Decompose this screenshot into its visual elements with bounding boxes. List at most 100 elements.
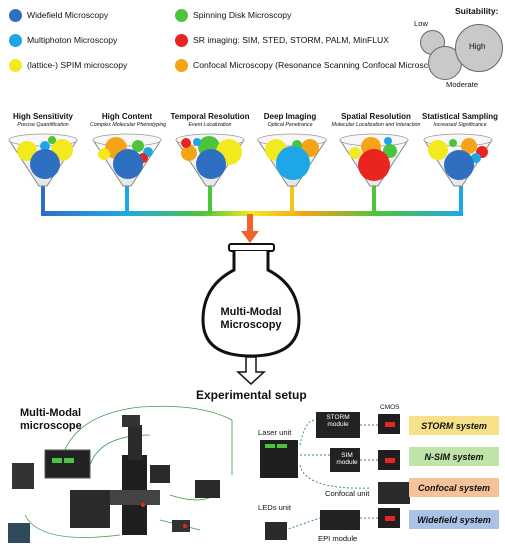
legend-label-widefield: Widefield Microscopy xyxy=(27,10,109,20)
sim-module-label: SIM module xyxy=(334,452,360,466)
flask-label-line2: Microscopy xyxy=(220,319,282,331)
category-subtitle-deep: Optical Penetrance xyxy=(267,122,313,128)
bubble-multiphoton xyxy=(471,153,481,163)
funnel-high-sensitivity xyxy=(8,133,78,187)
bubble-spim xyxy=(428,140,448,160)
pipe-drop-3 xyxy=(208,186,212,214)
bubble-spim xyxy=(17,141,37,161)
suitability-moderate-label: Moderate xyxy=(446,80,479,89)
sim-module-label-line1: SIM xyxy=(341,452,353,459)
microscope-head xyxy=(122,415,140,427)
leds-unit-box xyxy=(265,522,287,540)
category-title-content: High Content xyxy=(101,112,153,121)
category-subtitle-sensitivity: Precise Quantification xyxy=(17,122,69,128)
confocal-unit-box xyxy=(378,482,410,504)
legend-label-spinning-disk: Spinning Disk Microscopy xyxy=(193,10,292,20)
laser-box xyxy=(44,449,91,479)
microscope-illustration xyxy=(8,405,233,543)
pipe-drop-4 xyxy=(290,186,294,214)
bubble-spim xyxy=(349,147,361,159)
pipe-drop-2 xyxy=(125,186,129,214)
flask xyxy=(201,243,301,358)
setup-title: Experimental setup xyxy=(196,388,307,402)
bubble-multiphoton xyxy=(384,137,392,145)
bubble-widefield xyxy=(196,149,226,179)
flask-label-line1: Multi-Modal xyxy=(220,306,282,318)
pipe-drop-6 xyxy=(459,186,463,214)
bubble-spinning-disk xyxy=(383,144,397,158)
pipe-horizontal xyxy=(41,211,463,216)
legend-dot-widefield xyxy=(9,9,22,22)
storm-module-label: STORM module xyxy=(318,414,358,428)
confocal-unit-label: Confocal unit xyxy=(325,489,370,498)
storm-module-label-line2: module xyxy=(327,421,349,428)
category-subtitle-temporal: Event Localization xyxy=(188,122,232,128)
camera-module xyxy=(195,480,220,498)
storm-system-box: STORM system xyxy=(409,416,499,435)
bubble-widefield xyxy=(30,149,60,179)
bubble-multiphoton xyxy=(276,146,310,180)
pipe-network xyxy=(41,186,463,243)
bubble-widefield xyxy=(113,149,143,179)
storm-module-box xyxy=(316,412,360,438)
funnel-spatial-resolution xyxy=(339,133,409,187)
stage xyxy=(110,490,160,505)
bubble-multiphoton xyxy=(193,138,201,146)
legend-label-confocal: Confocal Microscopy (Resonance Scanning … xyxy=(193,60,445,70)
funnel-temporal-resolution xyxy=(175,133,245,187)
detector-module xyxy=(172,520,190,532)
legend-dot-spim xyxy=(9,59,22,72)
microscope-column xyxy=(128,425,142,460)
bubble-confocal xyxy=(461,138,477,154)
category-subtitle-content: Complex Molecular Phenotyping xyxy=(90,122,167,128)
funnel-high-content xyxy=(92,133,162,187)
microscope-title: Multi-Modal microscope xyxy=(20,407,82,433)
category-title-spatial: Spatial Resolution xyxy=(341,112,411,121)
bubble-spim xyxy=(98,148,110,160)
storm-module-label-line1: STORM xyxy=(326,414,350,421)
funnel-statistical-sampling xyxy=(423,133,493,187)
laser-unit-label: Laser unit xyxy=(258,428,292,437)
bubble-multiphoton xyxy=(40,141,50,151)
legend-label-spim: (lattice-) SPIM microscopy xyxy=(27,60,128,70)
sim-module-box xyxy=(330,448,360,472)
bubble-spinning-disk xyxy=(48,136,56,144)
sim-module-label-line2: module xyxy=(336,459,358,466)
setup-schematic xyxy=(260,412,410,540)
pc-box xyxy=(8,523,30,543)
leds-unit-label: LEDs unit xyxy=(258,503,291,512)
microscope-title-line1: Multi-Modal xyxy=(20,407,82,419)
bubble-spinning-disk xyxy=(132,140,144,152)
suitability-high-circle xyxy=(455,24,503,72)
controller-box xyxy=(12,463,34,489)
legend-dot-sr-imaging xyxy=(175,34,188,47)
suitability-low-label: Low xyxy=(414,19,428,28)
confocal-system-box: Confocal system xyxy=(409,478,499,497)
nsim-system-box: N-SIM system xyxy=(409,447,499,466)
category-title-deep: Deep Imaging xyxy=(263,112,317,121)
category-subtitle-statistical: Increased Significance xyxy=(433,122,487,128)
category-subtitle-spatial: Molecular Localization and Interaction xyxy=(331,122,421,128)
legend-dot-multiphoton xyxy=(9,34,22,47)
suitability-title: Suitability: xyxy=(455,6,499,16)
legend-label-sr-imaging: SR imaging: SIM, STED, STORM, PALM, MinF… xyxy=(193,35,389,45)
bubble-sr xyxy=(181,138,191,148)
legend-dot-confocal xyxy=(175,59,188,72)
bubble-spinning-disk xyxy=(449,139,457,147)
base-unit xyxy=(70,490,110,528)
orange-arrow xyxy=(241,214,259,243)
category-title-temporal: Temporal Resolution xyxy=(170,112,250,121)
pipe-drop-1 xyxy=(41,186,45,214)
flask-label: Multi-Modal Microscopy xyxy=(205,306,297,332)
category-title-statistical: Statistical Sampling xyxy=(421,112,499,121)
category-title-sensitivity: High Sensitivity xyxy=(12,112,73,121)
microscope-title-line2: microscope xyxy=(20,420,82,432)
widefield-system-box: Widefield system xyxy=(409,510,499,529)
legend-label-multiphoton: Multiphoton Microscopy xyxy=(27,35,118,45)
epi-module-label: EPI module xyxy=(318,534,358,543)
side-module xyxy=(150,465,170,483)
bubble-confocal xyxy=(181,145,197,161)
pipe-drop-5 xyxy=(372,186,376,214)
legend-dot-spinning-disk xyxy=(175,9,188,22)
